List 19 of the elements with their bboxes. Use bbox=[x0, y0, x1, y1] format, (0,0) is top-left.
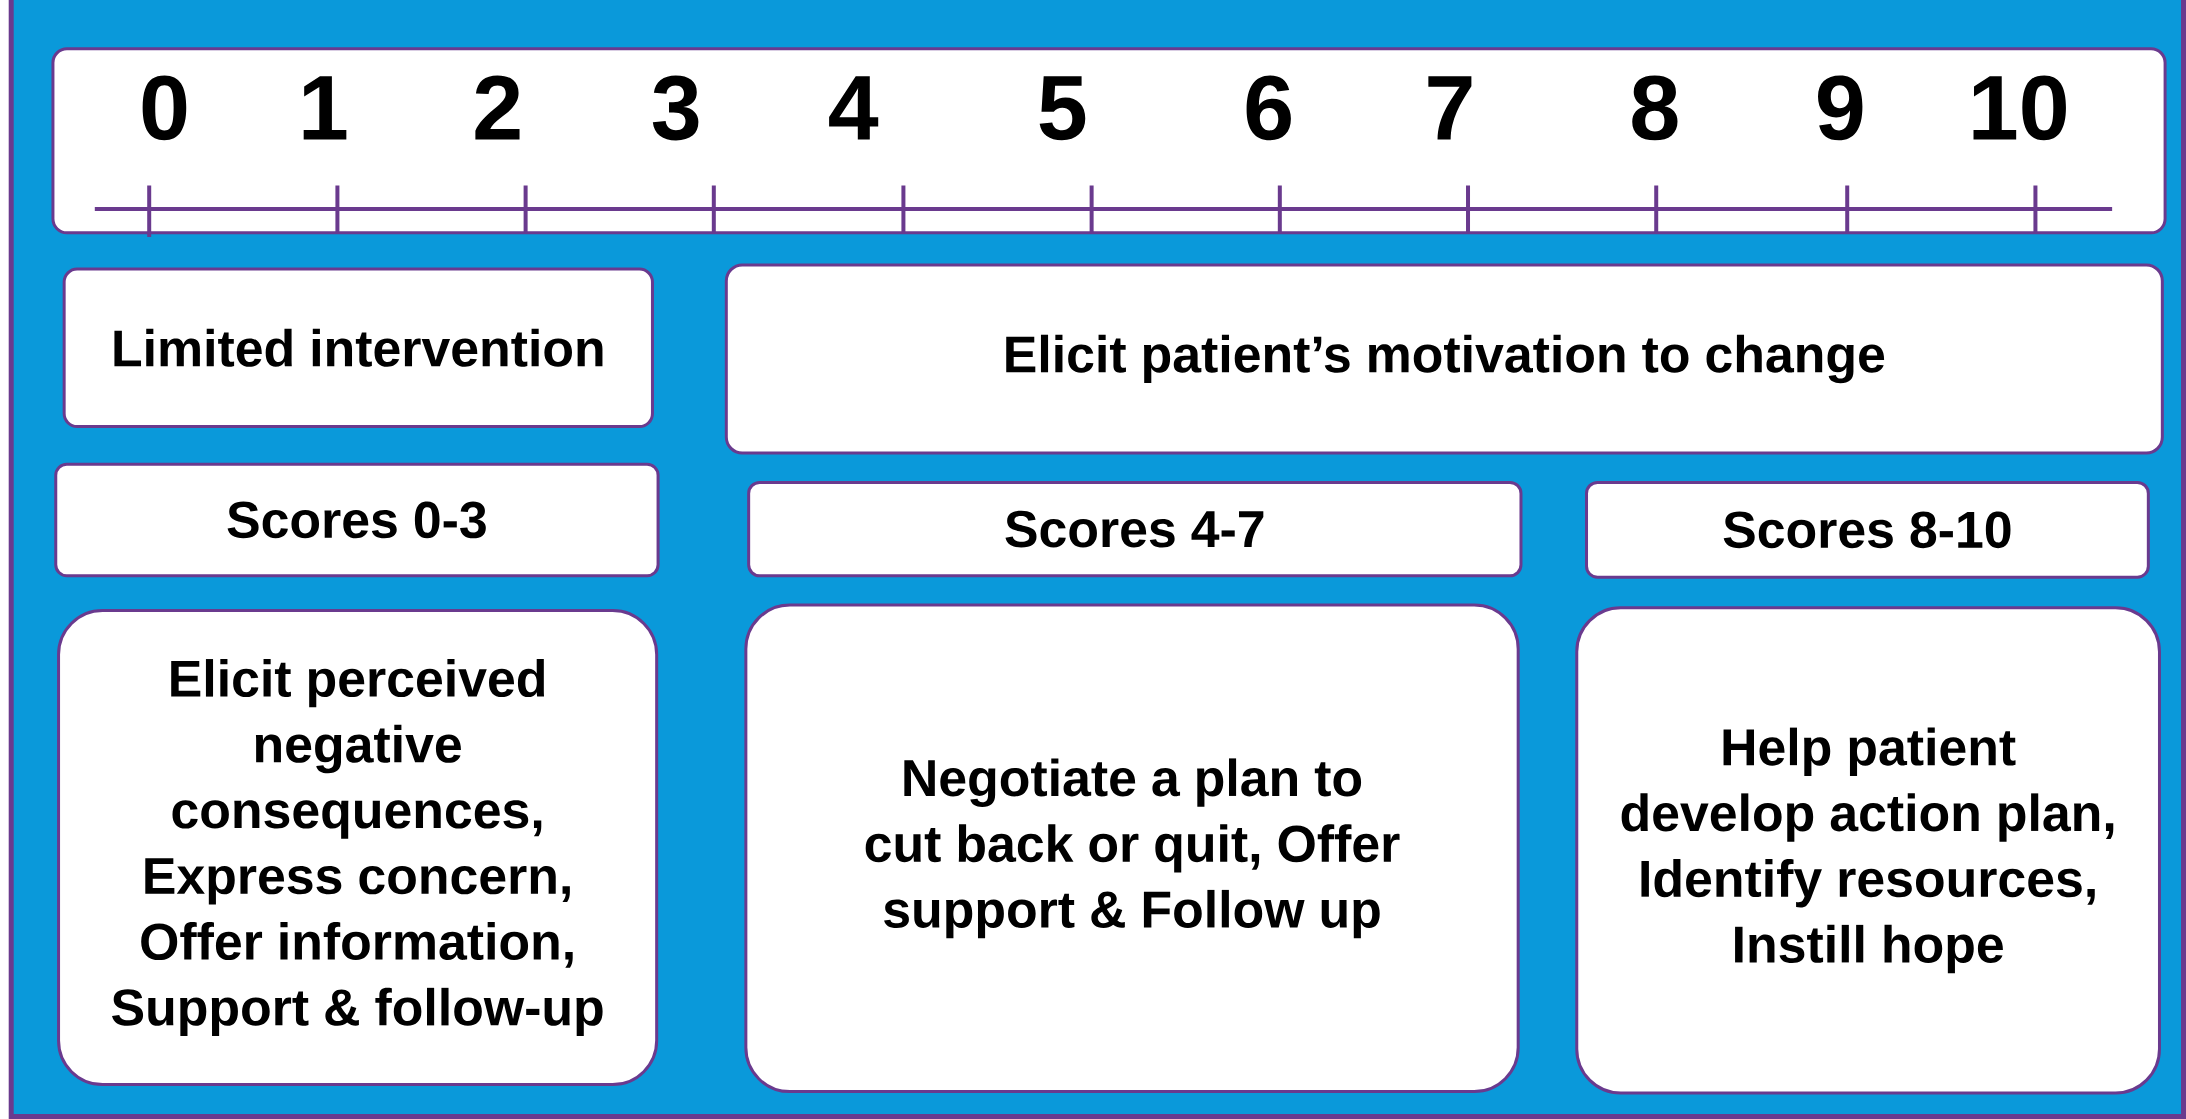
scale-number: 6 bbox=[1246, 75, 1291, 141]
score-range-box: Scores 0-3 bbox=[54, 462, 660, 578]
advice-box: Elicit perceived negative consequences, Express concern, Offer information, Support & follow-up bbox=[57, 609, 659, 1087]
advice-box: Help patient develop action plan, Identify resources, Instill hope bbox=[1575, 606, 2161, 1095]
scale-number: 0 bbox=[142, 75, 187, 141]
score-range-box: Scores 8-10 bbox=[1585, 480, 2150, 579]
heading-box: Elicit patient’s motivation to change bbox=[724, 263, 2164, 455]
scale-number: 9 bbox=[1818, 75, 1863, 141]
score-range-box: Scores 4-7 bbox=[747, 480, 1523, 578]
scale-number: 8 bbox=[1632, 75, 1678, 141]
scale-number: 5 bbox=[1039, 76, 1086, 141]
scale-number: 4 bbox=[829, 76, 879, 140]
scale-number: 7 bbox=[1428, 76, 1472, 140]
scale-number: 1 bbox=[303, 76, 347, 140]
heading-box: Limited intervention bbox=[62, 267, 654, 429]
scale-number: 10 bbox=[1973, 75, 2066, 141]
advice-box: Negotiate a plan to cut back or quit, Offer support & Follow up bbox=[744, 603, 1520, 1094]
scale-number: 3 bbox=[652, 75, 699, 141]
scale-number: 2 bbox=[475, 75, 520, 140]
